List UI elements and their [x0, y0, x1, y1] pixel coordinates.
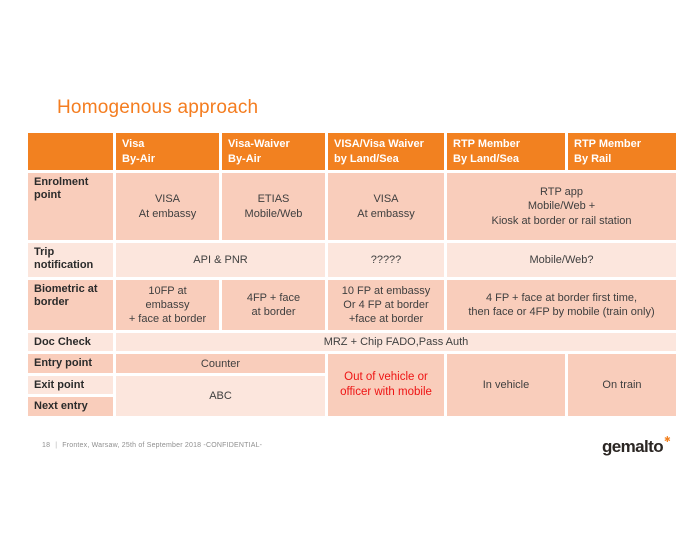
- cell-biometric-visa-waiver: 4FP + face at border: [219, 277, 328, 333]
- cell-trip-mobile-web: Mobile/Web?: [444, 240, 679, 280]
- cell-exit-abc: ABC: [113, 373, 328, 419]
- cell-enrolment-visa-by-air: VISA At embassy: [113, 170, 222, 243]
- cell-doc-check-all: MRZ + Chip FADO,Pass Auth: [113, 329, 679, 355]
- cell-trip-api-pnr: API & PNR: [113, 240, 328, 280]
- row-label-next-entry: Next entry: [25, 394, 116, 419]
- comparison-table: Visa By-Air Visa-Waiver By-Air VISA/Visa…: [25, 130, 679, 419]
- table-row: Entry point Counter Out of vehicle or of…: [25, 351, 679, 419]
- cell-rtp-on-train: On train: [565, 351, 679, 419]
- cell-entry-counter: Counter: [113, 351, 328, 377]
- cell-biometric-land-sea: 10 FP at embassy Or 4 FP at border +face…: [325, 277, 447, 333]
- footer-text: Frontex, Warsaw, 25th of September 2018 …: [62, 442, 263, 449]
- row-label-trip-notification: Trip notification: [25, 240, 116, 280]
- page-number: 18: [42, 442, 51, 449]
- header-visa-by-air: Visa By-Air: [113, 130, 222, 173]
- gemalto-star-icon: ✱: [663, 435, 671, 444]
- row-label-doc-check: Doc Check: [25, 329, 116, 355]
- cell-enrolment-rtp: RTP app Mobile/Web + Kiosk at border or …: [444, 170, 679, 243]
- table-row: Exit point ABC: [25, 373, 678, 419]
- page-title: Homogenous approach: [57, 97, 259, 118]
- footer-separator: |: [55, 442, 58, 449]
- cell-land-sea-out-of-vehicle: Out of vehicle or officer with mobile: [325, 351, 447, 419]
- table-row: Trip notification API & PNR ????? Mobile…: [25, 240, 679, 280]
- row-label-enrolment-point: Enrolment point: [25, 170, 116, 243]
- cell-biometric-rtp: 4 FP + face at border first time, then f…: [444, 277, 679, 333]
- header-visa-waiver-land-sea: VISA/Visa Waiver by Land/Sea: [325, 130, 447, 173]
- gemalto-logo-text: gemalto: [602, 437, 664, 456]
- cell-enrolment-visa-waiver: ETIAS Mobile/Web: [219, 170, 328, 243]
- cell-enrolment-land-sea: VISA At embassy: [325, 170, 447, 243]
- header-rtp-member-land-sea: RTP Member By Land/Sea: [444, 130, 568, 173]
- cell-biometric-visa-by-air: 10FP at embassy + face at border: [113, 277, 222, 333]
- row-label-biometric-at-border: Biometric at border: [25, 277, 116, 333]
- header-rtp-member-rail: RTP Member By Rail: [565, 130, 679, 173]
- table-row: Biometric at border 10FP at embassy + fa…: [25, 277, 679, 333]
- cell-rtp-in-vehicle: In vehicle: [444, 351, 568, 419]
- table-header-row: Visa By-Air Visa-Waiver By-Air VISA/Visa…: [25, 130, 679, 173]
- header-visa-waiver-by-air: Visa-Waiver By-Air: [219, 130, 328, 173]
- header-corner-cell: [25, 130, 116, 173]
- row-label-entry-point: Entry point: [25, 351, 116, 377]
- cell-trip-unknown: ?????: [325, 240, 447, 280]
- table-row: Enrolment point VISA At embassy ETIAS Mo…: [25, 170, 679, 243]
- row-label-exit-point: Exit point: [25, 373, 116, 398]
- slide-footer: 18 | Frontex, Warsaw, 25th of September 20…: [42, 442, 262, 449]
- table-row: Next entry: [25, 394, 678, 419]
- gemalto-logo: gemalto✱: [602, 435, 671, 457]
- table-row: Doc Check MRZ + Chip FADO,Pass Auth: [25, 329, 679, 355]
